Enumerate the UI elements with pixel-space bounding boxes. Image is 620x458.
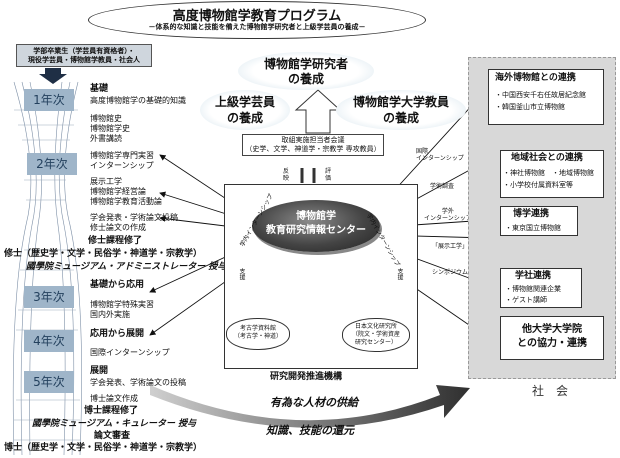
curriculum-grid-lines [14, 109, 80, 441]
lab-left: 考古学資料館 （考古学・神道） [226, 318, 290, 350]
meeting-box: 取組実施担当者会議 （史学、文学、神道学・宗教学 専攻教員） [242, 134, 384, 156]
year-5-label: 5年次 [24, 371, 74, 393]
society-label: 社 会 [532, 384, 569, 398]
universities-heading: 他大学大学院 との協力・連携 [517, 324, 587, 349]
thesis-review: 論文審査 [94, 431, 131, 441]
year-1-label: 1年次 [24, 89, 74, 111]
year5-item-1: 学会発表、学術論文の投稿 [90, 378, 186, 387]
society-overseas-box: 海外博物館との連携 ・中国西安千右任故居紀念館 ・韓国釜山市立博物館 [488, 69, 604, 125]
org-label: 研究開発推進機構 [270, 372, 343, 382]
local-heading: 地域社会との連携 [511, 153, 583, 163]
basics-item-3: 博物館学史 [90, 124, 130, 133]
year4-heading: 応用から展開 [90, 329, 145, 339]
museum-heading: 博学連携 [513, 209, 550, 219]
year-2-label: 2年次 [27, 153, 77, 175]
year3-item-2: 国内外実施 [90, 310, 130, 319]
basics-item-4: 外書講読 [90, 134, 122, 143]
lab-right: 日本文化研究所 （院文・学術資産 研究センター） [342, 318, 410, 352]
target-students-label: 学部卒業生（学芸員有資格者）・ 現役学芸員・博物館学教員・社会人 [28, 47, 140, 64]
basics-item-2: 博物館史 [90, 114, 122, 123]
local-item-2: ・小学校付属資料室等 [503, 181, 573, 189]
label-exhibit: 「展示工学」 [432, 243, 469, 250]
year3-heading: 基礎から応用 [90, 280, 145, 290]
doctor-complete: 博士課程修了 [84, 406, 139, 416]
year2-item-2: インターンシップ [90, 161, 154, 170]
return-swoosh-arrow [150, 385, 470, 428]
overseas-item-1: ・中国西安千右任故居紀念館 [495, 91, 586, 99]
year2-item-7: 修士論文の作成 [90, 223, 146, 232]
society-local-box: 地域社会との連携 ・神社博物館 ・地域博物館 ・小学校付属資料室等 [500, 150, 604, 198]
year-3-label: 3年次 [24, 286, 74, 308]
curriculum-hourglass [12, 81, 82, 456]
doctor-degree: 博士（歴史学・文学・民俗学・神道学・宗教学） [4, 443, 203, 453]
label-symposium: シンポジウム [432, 269, 469, 276]
year5-heading: 展開 [90, 366, 109, 376]
year2-item-5: 博物館学教育活動論 [90, 197, 162, 206]
museum-item-1: ・東京国立博物館 [505, 224, 561, 232]
year-4-label: 4年次 [24, 330, 74, 352]
masters-title: 國學院ミュージアム・アドミニストレーター 授与 [26, 262, 227, 272]
society-museum-box: 博学連携 ・東京国立博物館 [500, 206, 578, 236]
goal-curator-cloud: 上級学芸員 の養成 [200, 90, 290, 130]
year3-item-1: 博物館学特殊実習 [90, 300, 154, 309]
feedback-evaluate: 評価 [325, 168, 332, 182]
page-title: 高度博物館学教育プログラム [172, 9, 342, 24]
doctor-title: 國學院ミュージアム・キュレーター 授与 [32, 419, 197, 429]
society-industry-box: 学社連携 ・博物館関連企業 ・ゲスト講師 [500, 268, 582, 308]
goal-researcher: 博物館学研究者 の養成 [263, 57, 348, 86]
overseas-item-2: ・韓国釜山市立博物館 [495, 103, 565, 111]
basics-heading: 基礎 [90, 84, 109, 94]
return-label-1: 有為な人材の供給 [270, 396, 358, 409]
year5-item-2: 博士論文作成 [90, 394, 138, 403]
society-universities-box: 他大学大学院 との協力・連携 [500, 316, 604, 360]
goal-teacher: 博物館学大学教員 の養成 [352, 95, 449, 125]
label-intern: 学外 インターンシップ [424, 208, 472, 222]
industry-item-2: ・ゲスト講師 [505, 296, 547, 304]
target-students-box: 学部卒業生（学芸員有資格者）・ 現役学芸員・博物館学教員・社会人 [16, 44, 152, 67]
masters-complete: 修士課程修了 [88, 236, 143, 246]
goal-researcher-cloud: 博物館学研究者 の養成 [238, 52, 374, 90]
page-subtitle: －体系的な知識と技能を備えた博物館学研究者と上級学芸員の養成－ [148, 23, 366, 31]
return-label-2: 知識、技能の還元 [266, 424, 354, 437]
upward-arrow [294, 89, 342, 134]
support-left-label: 支援 [238, 268, 245, 280]
label-joint-survey: 学術調査 [430, 183, 455, 190]
industry-heading: 学社連携 [515, 271, 552, 281]
header-banner: 高度博物館学教育プログラム －体系的な知識と技能を備えた博物館学研究者と上級学芸… [88, 1, 426, 39]
label-intl-intern: 国際 インターンシップ [416, 148, 464, 162]
goal-curator: 上級学芸員 の養成 [214, 95, 275, 125]
meeting-label: 取組実施担当者会議 （史学、文学、神道学・宗教学 専攻教員） [245, 136, 381, 153]
lab-right-label: 日本文化研究所 （院文・学術資産 研究センター） [351, 323, 400, 346]
support-right-label: 支援 [396, 268, 403, 280]
year2-item-6: 学会発表・学術論文投稿 [90, 213, 178, 222]
lab-left-label: 考古学資料館 （考古学・神道） [233, 325, 282, 340]
center-ellipse: 博物館学 教育研究情報センター [252, 200, 380, 252]
goal-teacher-cloud: 博物館学大学教員 の養成 [336, 90, 466, 130]
overseas-heading: 海外博物館との連携 [495, 73, 576, 83]
industry-item-1: ・博物館関連企業 [505, 285, 561, 293]
local-item-1: ・神社博物館 ・地域博物館 [503, 169, 594, 177]
feedback-reflect: 反映 [283, 168, 290, 182]
year2-item-1: 博物館学専門実習 [90, 151, 154, 160]
year2-item-4: 博物館学経営論 [90, 187, 146, 196]
basics-item-1: 高度博物館学の基礎的知識 [90, 96, 186, 105]
year4-item-1: 国際インターンシップ [90, 348, 170, 357]
masters-degree: 修士（歴史学・文学・民俗学・神道学・宗教学） [4, 249, 203, 259]
year2-item-3: 展示工学 [90, 177, 122, 186]
center-name: 博物館学 教育研究情報センター [266, 211, 366, 236]
